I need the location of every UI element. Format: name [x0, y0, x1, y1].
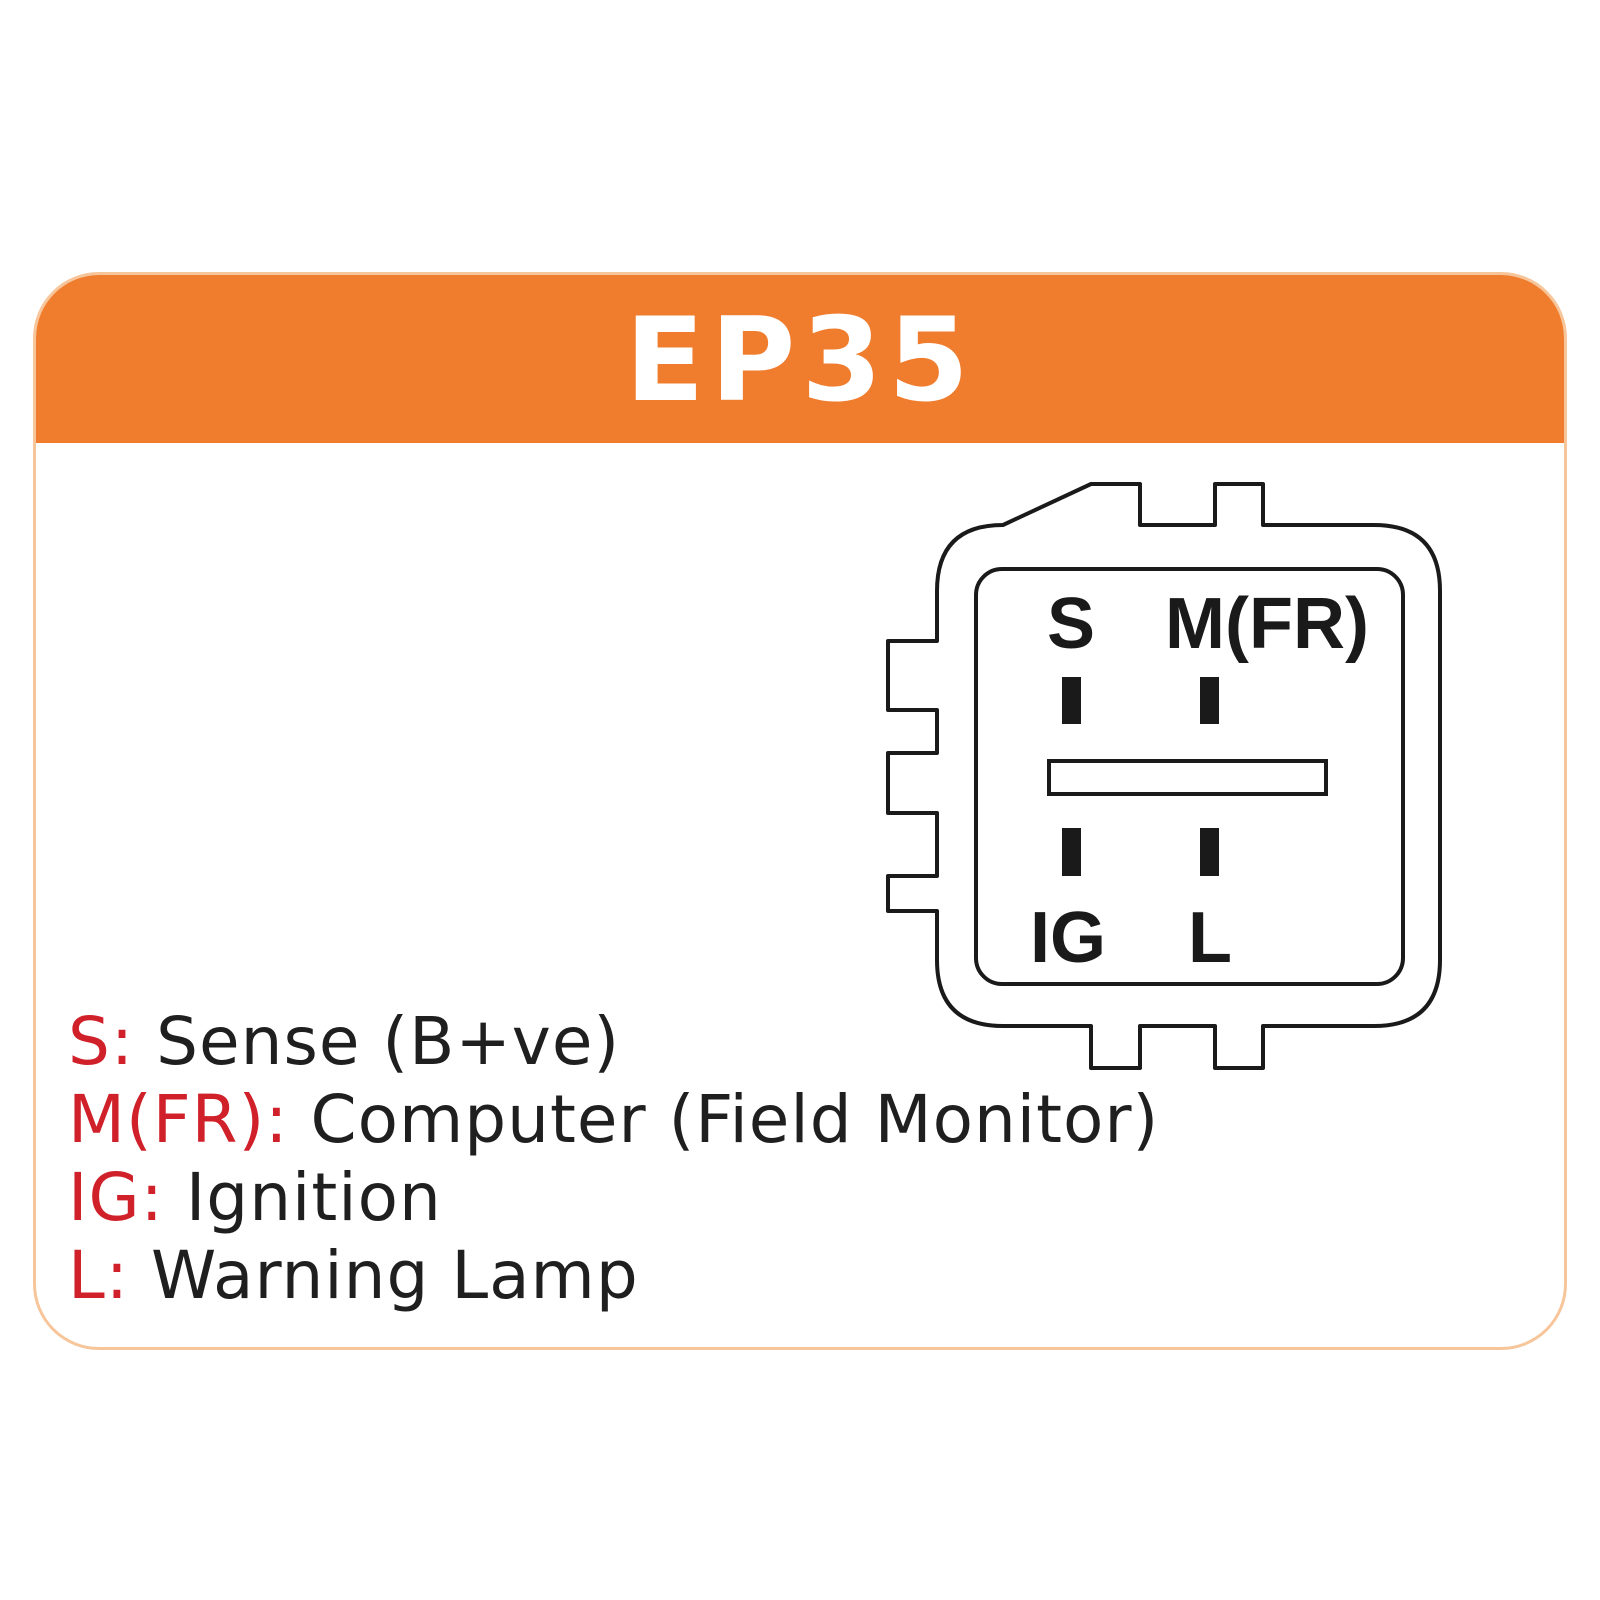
pin-ig-contact	[1062, 828, 1081, 876]
card-header: EP35	[36, 275, 1564, 443]
legend-item-ig: IG: Ignition	[68, 1159, 1159, 1237]
part-number-title: EP35	[625, 293, 975, 428]
legend-description: Computer (Field Monitor)	[310, 1081, 1160, 1158]
pin-legend: S: Sense (B+ve) M(FR): Computer (Field M…	[68, 1003, 1159, 1315]
legend-description: Sense (B+ve)	[156, 1003, 621, 1080]
legend-key: M(FR):	[68, 1081, 289, 1158]
legend-item-s: S: Sense (B+ve)	[68, 1003, 1159, 1081]
legend-item-mfr: M(FR): Computer (Field Monitor)	[68, 1081, 1159, 1159]
connector-key-bar	[1047, 759, 1328, 796]
pin-label-mfr: M(FR)	[1165, 584, 1369, 664]
pin-s-contact	[1062, 677, 1081, 724]
legend-key: L:	[68, 1237, 130, 1314]
legend-key: IG:	[68, 1159, 164, 1236]
pin-label-s: S	[1047, 584, 1095, 664]
legend-description: Ignition	[185, 1159, 442, 1236]
legend-description: Warning Lamp	[151, 1237, 639, 1314]
legend-item-l: L: Warning Lamp	[68, 1237, 1159, 1315]
pin-mfr-contact	[1200, 677, 1219, 724]
pin-l-contact	[1200, 828, 1219, 876]
pin-label-ig: IG	[1030, 898, 1106, 978]
legend-key: S:	[68, 1003, 135, 1080]
pin-label-l: L	[1188, 898, 1232, 978]
